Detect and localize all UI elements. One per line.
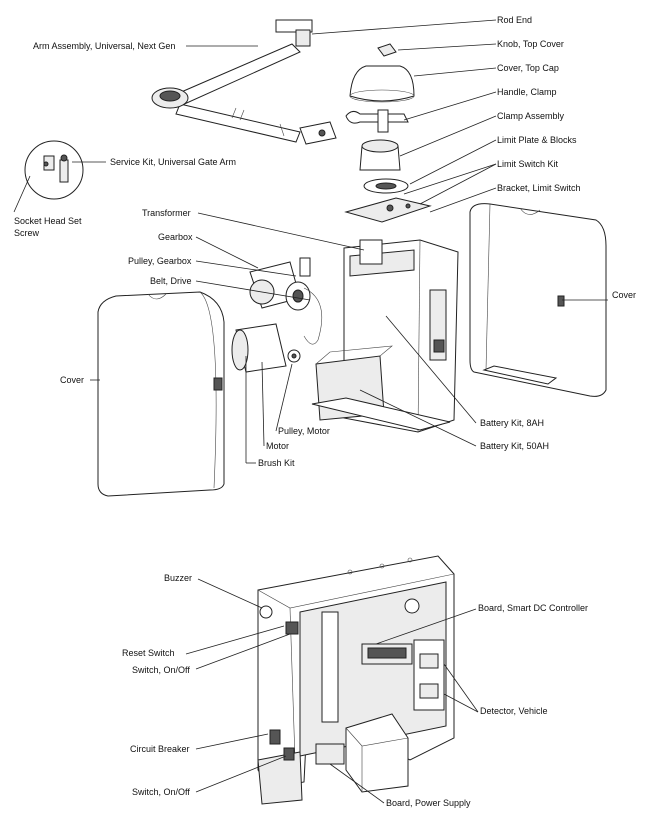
label-socket-head-1: Socket Head Set [14,216,82,226]
label-cover-top-cap: Cover, Top Cap [497,63,559,73]
right-cover-drawing [469,203,607,397]
label-board-smart-dc: Board, Smart DC Controller [478,603,588,613]
label-brush-kit: Brush Kit [258,458,295,468]
label-limit-plate-blocks: Limit Plate & Blocks [497,135,577,145]
label-circuit-breaker: Circuit Breaker [130,744,190,754]
label-socket-head-2: Screw [14,228,40,238]
gearbox-motor-drawing [231,257,323,373]
label-detector-vehicle: Detector, Vehicle [480,706,548,716]
leader-lines [13,19,608,804]
label-cover-left: Cover [60,375,84,385]
label-transformer: Transformer [142,208,191,218]
control-box-drawing [257,555,455,805]
label-knob-top-cover: Knob, Top Cover [497,39,564,49]
label-reset-switch: Reset Switch [122,648,175,658]
label-arm-assembly: Arm Assembly, Universal, Next Gen [33,41,175,51]
label-buzzer: Buzzer [164,573,192,583]
label-board-power-supply: Board, Power Supply [386,798,471,808]
label-handle-clamp: Handle, Clamp [497,87,557,97]
top-labels: Rod End Arm Assembly, Universal, Next Ge… [14,15,636,468]
top-cap-stack-drawing [344,43,432,223]
left-cover-drawing [97,291,225,497]
chassis-drawing [311,239,459,433]
label-clamp-assembly: Clamp Assembly [497,111,565,121]
bottom-labels: Buzzer Board, Smart DC Controller Reset … [122,573,588,808]
label-cover-right: Cover [612,290,636,300]
label-service-kit: Service Kit, Universal Gate Arm [110,157,236,167]
label-gearbox: Gearbox [158,232,193,242]
label-motor: Motor [266,441,289,451]
label-rod-end: Rod End [497,15,532,25]
label-pulley-motor: Pulley, Motor [278,426,330,436]
label-switch-on-off-2: Switch, On/Off [132,787,190,797]
label-bracket-limit-switch: Bracket, Limit Switch [497,183,581,193]
label-battery-8ah: Battery Kit, 8AH [480,418,544,428]
label-switch-on-off-1: Switch, On/Off [132,665,190,675]
service-kit-drawing [24,140,84,200]
label-pulley-gearbox: Pulley, Gearbox [128,256,192,266]
label-battery-50ah: Battery Kit, 50AH [480,441,549,451]
arm-assembly-drawing [151,19,337,145]
label-belt-drive: Belt, Drive [150,276,192,286]
label-limit-switch-kit: Limit Switch Kit [497,159,559,169]
